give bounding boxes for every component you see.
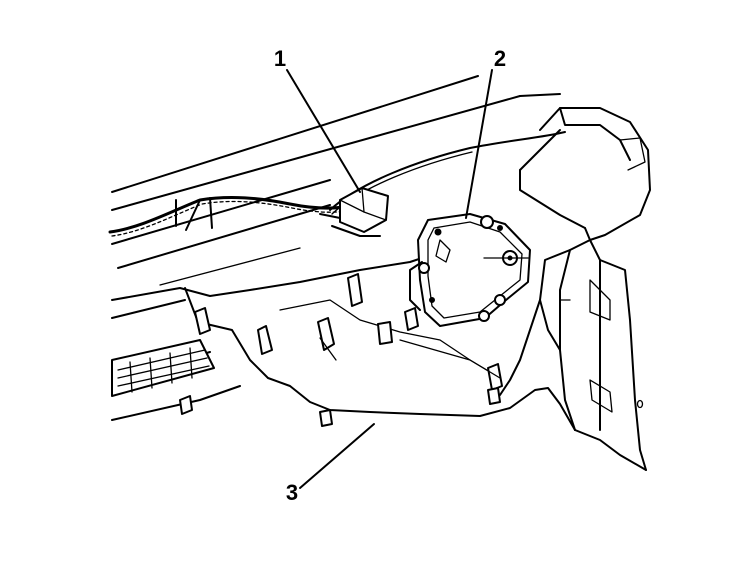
callout-2-label: 2	[494, 46, 506, 71]
electrical-connector	[319, 187, 389, 237]
dash-upper-panel	[111, 75, 561, 286]
leader-lines	[286, 69, 501, 489]
actuator	[409, 213, 531, 327]
callout-3-label: 3	[286, 480, 298, 505]
callout-1-label: 1	[274, 46, 286, 71]
